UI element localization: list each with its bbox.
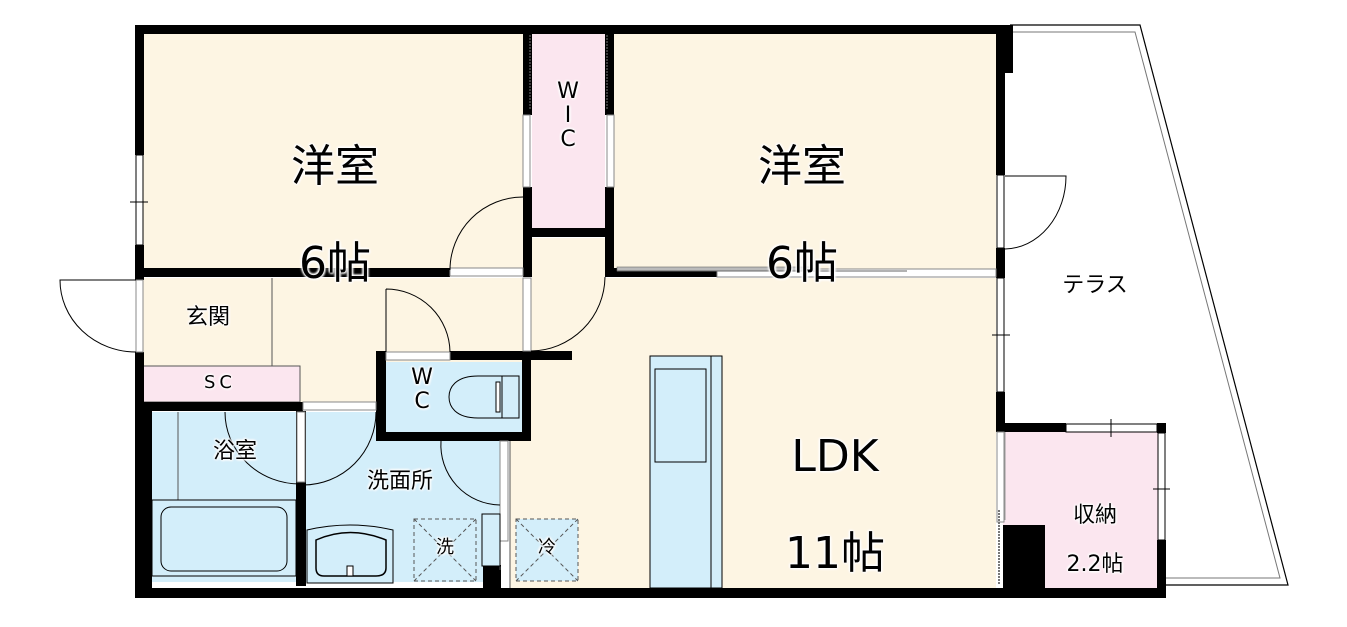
- hall-floor-upper: [532, 238, 605, 278]
- washroom-shelf: [481, 513, 501, 567]
- washroom-label: 洗面所: [366, 469, 433, 494]
- western-room-left-floor: [143, 33, 523, 270]
- room-name: 洋室: [291, 141, 379, 193]
- entrance-label: 玄関: [185, 305, 230, 330]
- terrace-outline: [1010, 24, 1289, 586]
- wic-label: W I C: [557, 79, 579, 153]
- bathroom-label: 浴室: [212, 439, 257, 464]
- shoe-closet-label: SC: [204, 372, 236, 393]
- western-room-left-label: 洋室 6帖: [245, 95, 425, 337]
- walls: [135, 25, 1166, 598]
- western-room-right-label: 洋室 6帖: [712, 95, 892, 337]
- door-openings: [135, 114, 1005, 542]
- room-size: 2.2帖: [1066, 551, 1124, 577]
- terrace-label: テラス: [1062, 273, 1128, 298]
- sliding-doors: [529, 35, 1000, 585]
- toilet-fixture: [448, 375, 520, 419]
- fridge-space-box: [515, 518, 579, 582]
- bathtub: [151, 499, 297, 577]
- wic-floor: [532, 33, 605, 228]
- kitchen-counter: [649, 355, 723, 589]
- room-size: 11帖: [785, 528, 885, 580]
- room-name: 洋室: [758, 141, 846, 193]
- fridge-space-label: 冷: [538, 537, 556, 558]
- room-name: LDK: [791, 431, 879, 483]
- room-size: 6帖: [299, 238, 371, 290]
- room-name: 収納: [1072, 503, 1117, 529]
- toilet-label: W C: [411, 365, 433, 415]
- washer-space-box: [413, 518, 477, 582]
- western-room-right-floor: [612, 33, 996, 270]
- washer-space-label: 洗: [436, 537, 454, 558]
- storage-label: 収納 2.2帖: [1045, 480, 1145, 601]
- room-size: 6帖: [766, 238, 838, 290]
- ldk-label: LDK 11帖: [740, 385, 930, 627]
- ldk-floor: [510, 278, 996, 588]
- window-ticks: [130, 201, 1170, 490]
- door-swings: [59, 175, 1067, 506]
- washbasin: [306, 524, 394, 584]
